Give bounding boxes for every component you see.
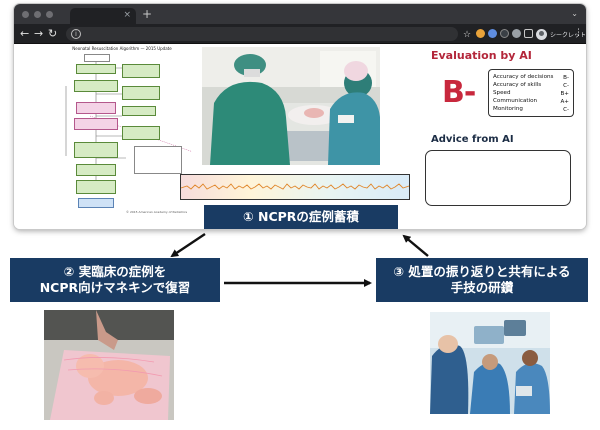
minimize-window-button[interactable] (34, 11, 41, 18)
address-bar[interactable]: i (66, 27, 458, 41)
eval-item-label: Monitoring (493, 106, 523, 112)
step2-line1: ② 実臨床の症例を (63, 264, 167, 280)
flow-step-box (78, 198, 114, 208)
advice-box (425, 150, 571, 206)
extensions-puzzle-icon[interactable] (512, 29, 521, 38)
browser-window: × + ⌄ ← → ↻ i ☆ シークレット ⋮ (14, 4, 586, 229)
clinical-resuscitation-photo (202, 47, 380, 165)
extension-icon[interactable] (476, 29, 485, 38)
flow-step-box (84, 54, 110, 62)
side-panel-icon[interactable] (524, 29, 533, 38)
browser-tab[interactable]: × (70, 8, 136, 24)
flow-step-box (122, 64, 160, 78)
step1-text: ① NCPRの症例蓄積 (243, 209, 359, 225)
menu-kebab-icon[interactable]: ⋮ (574, 28, 583, 38)
maximize-window-button[interactable] (46, 11, 53, 18)
extension-icon[interactable] (488, 29, 497, 38)
overall-grade: B- (442, 75, 476, 110)
eval-item-label: Speed (493, 90, 511, 96)
tab-close-icon[interactable]: × (123, 10, 131, 20)
eval-item-grade: B- (563, 75, 569, 81)
bookmark-star-icon[interactable]: ☆ (463, 30, 472, 40)
back-arrow-icon[interactable]: ← (20, 27, 30, 40)
tab-bar: × + ⌄ (14, 4, 586, 24)
step2-line2: NCPR向けマネキンで復習 (39, 280, 191, 295)
eval-item-label: Accuracy of skills (493, 82, 542, 88)
site-info-icon[interactable]: i (71, 29, 81, 39)
eval-item-grade: C- (563, 83, 569, 89)
flow-step-box (76, 164, 116, 176)
arrow-step3-to-step1 (402, 234, 429, 257)
eval-item-grade: A+ (560, 99, 569, 105)
window-controls (22, 11, 53, 18)
flow-step-box (74, 118, 118, 130)
profile-label: シークレット (550, 31, 586, 39)
algorithm-title: Neonatal Resuscitation Algorithm — 2015 … (72, 46, 172, 51)
eval-item-label: Communication (493, 98, 538, 104)
evaluation-breakdown: Accuracy of decisions B- Accuracy of ski… (488, 69, 574, 117)
advice-title: Advice from AI (431, 134, 514, 145)
flow-step-box (74, 142, 118, 158)
step3-line1: ③ 処置の振り返りと共有による (393, 264, 571, 280)
flow-step-box (76, 180, 116, 194)
flow-step-box (76, 64, 116, 74)
step3-line2: 手技の研鑽 (450, 280, 514, 295)
new-tab-button[interactable]: + (142, 7, 153, 21)
flow-step-box (74, 80, 118, 92)
step2-label: ② 実臨床の症例を NCPR向けマネキンで復習 (10, 258, 220, 302)
page-content: Neonatal Resuscitation Algorithm — 2015 … (14, 44, 586, 229)
forward-arrow-icon[interactable]: → (34, 27, 44, 40)
eval-item-grade: B+ (560, 91, 569, 97)
vital-sign-waveform (180, 174, 410, 200)
step3-label: ③ 処置の振り返りと共有による 手技の研鑽 (376, 258, 588, 302)
flow-table (134, 146, 182, 174)
eval-item-grade: C- (563, 107, 569, 113)
manikin-training-photo (44, 310, 174, 420)
flow-step-box (122, 126, 160, 140)
algorithm-footnote: © 2015 American Academy of Pediatrics (126, 210, 188, 214)
arrow-step1-to-step2 (170, 233, 206, 258)
tab-search-chevron-icon[interactable]: ⌄ (571, 9, 578, 18)
step1-label: ① NCPRの症例蓄積 (204, 205, 398, 229)
eval-item-label: Accuracy of decisions (493, 74, 554, 80)
close-window-button[interactable] (22, 11, 29, 18)
extension-icon[interactable] (500, 29, 509, 38)
browser-toolbar: ← → ↻ i ☆ シークレット ⋮ (14, 24, 586, 44)
flow-step-box (76, 102, 116, 114)
profile-button[interactable]: シークレット (536, 28, 586, 40)
avatar-icon (536, 28, 547, 40)
team-review-photo (430, 312, 550, 414)
reload-icon[interactable]: ↻ (48, 27, 58, 40)
evaluation-title: Evaluation by AI (431, 49, 532, 62)
flow-step-box (122, 86, 160, 100)
flow-step-box (122, 106, 156, 116)
resuscitation-algorithm-flowchart: Neonatal Resuscitation Algorithm — 2015 … (52, 46, 192, 218)
